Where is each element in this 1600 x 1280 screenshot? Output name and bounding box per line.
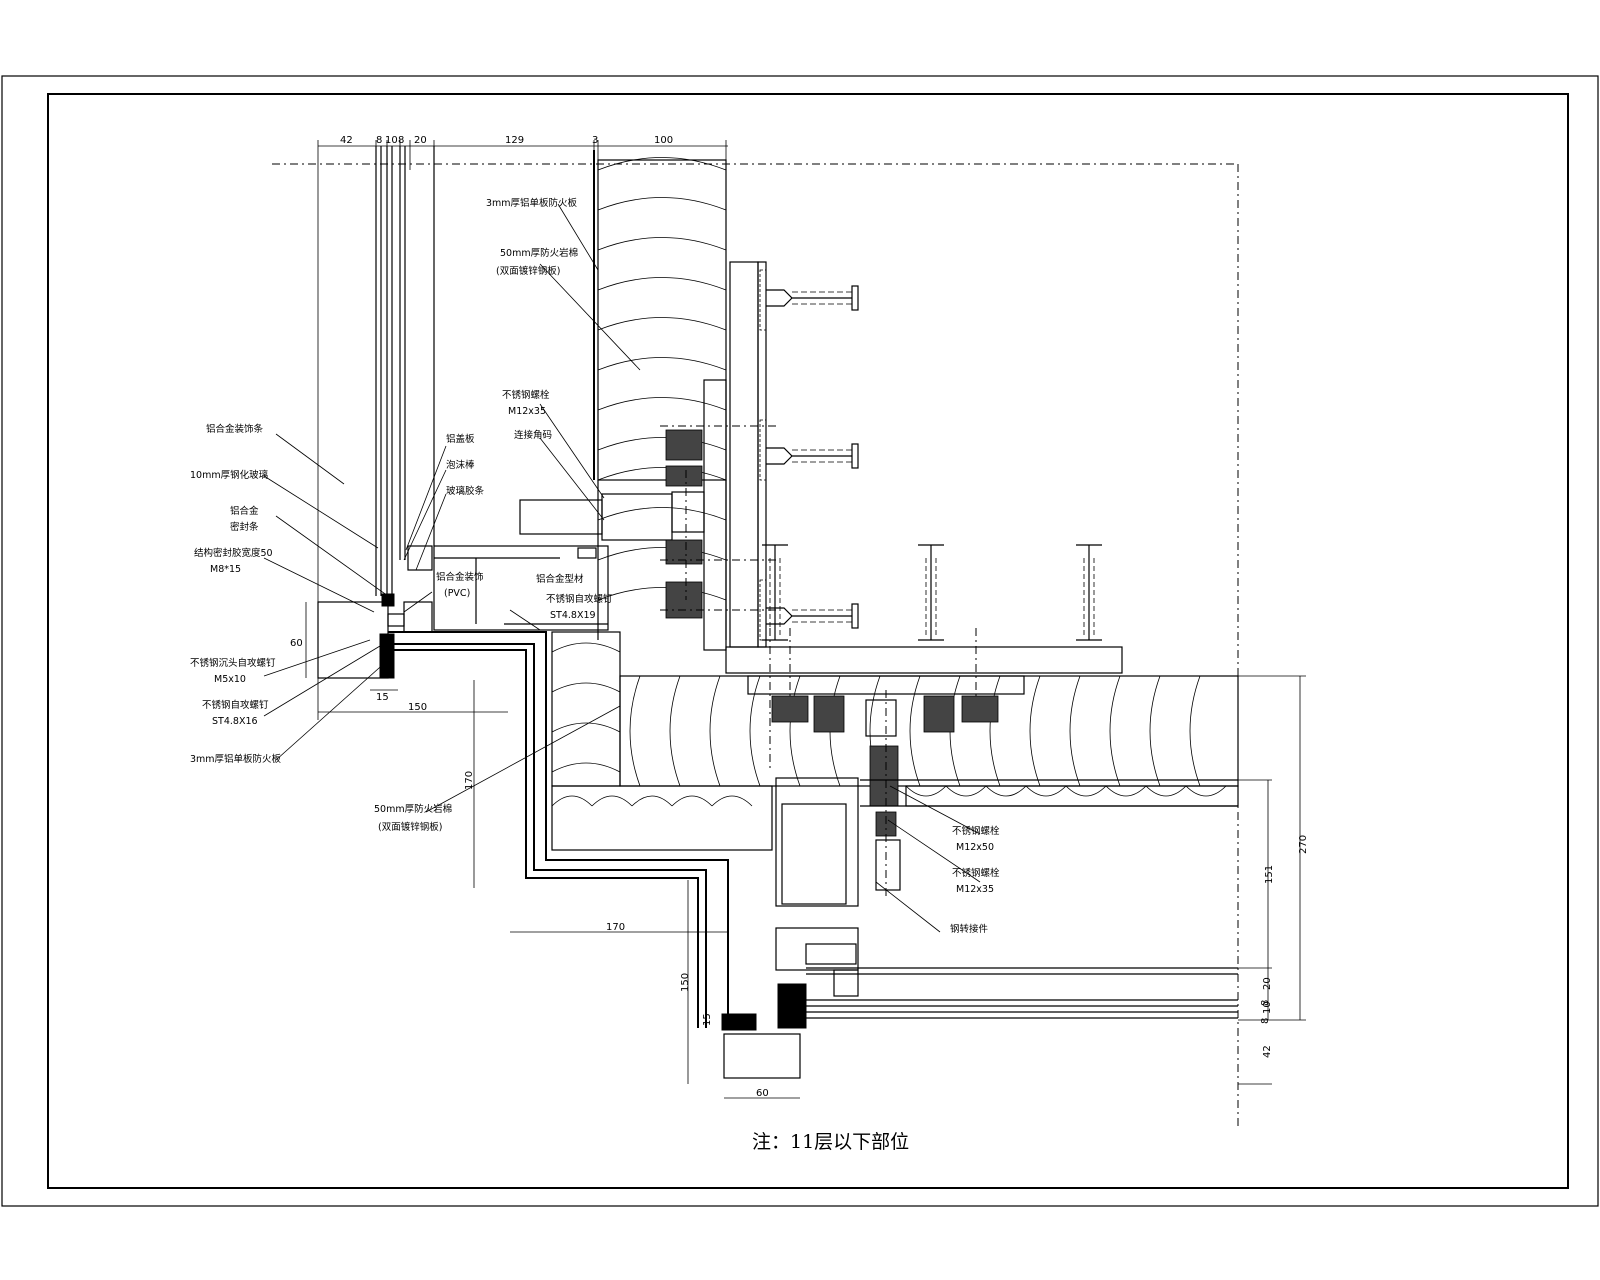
label-bolt-m12x35-bottom: 不锈钢螺栓: [952, 867, 1000, 879]
axis-lines: [272, 163, 1239, 1130]
dim-20-right: 20: [1262, 977, 1273, 990]
dim-150-left: 150: [408, 702, 427, 713]
steel-column: [729, 261, 859, 648]
dim-150-vertical: 150: [680, 973, 691, 992]
dim-8a-right: 8: [1260, 1000, 1271, 1006]
label-self-tapping-screw-16: 不锈钢自攻螺钉: [202, 699, 269, 711]
dim-170-horizontal: 170: [606, 922, 625, 933]
label-self-tapping-screw-16-spec: ST4.8X16: [212, 716, 258, 727]
dim-129: 129: [505, 135, 524, 146]
label-rockwool-top-note: (双面镀锌钢板): [496, 265, 560, 277]
label-bolt-m12x35-bottom-spec: M12x35: [956, 884, 994, 895]
dim-8a: 8: [376, 135, 382, 146]
lower-bolt-cluster: [771, 690, 999, 900]
label-bolt-m12x35-top-spec: M12x35: [508, 406, 546, 417]
dim-8b-right: 8: [1260, 1018, 1271, 1024]
label-tempered-glass: 10mm厚钢化玻璃: [190, 469, 268, 481]
label-bolt-m12x50: 不锈钢螺栓: [952, 825, 1000, 837]
upper-rockwool-wall: [593, 150, 727, 640]
dim-3: 3: [592, 135, 598, 146]
dim-60-left: 60: [290, 638, 303, 649]
dim-20: 20: [414, 135, 427, 146]
dim-270: 270: [1298, 835, 1309, 854]
upper-bolt-assembly: [519, 379, 776, 651]
dim-10-right: 10: [1262, 1001, 1273, 1014]
dim-15-left: 15: [376, 692, 389, 703]
label-pvc-decoration: 铝合金装饰: [436, 571, 484, 583]
label-structural-sealant-spec: M8*15: [210, 564, 241, 575]
label-aluminium-fire-board-top: 3mm厚铝单板防火板: [486, 197, 578, 209]
dim-151: 151: [1264, 865, 1275, 884]
label-structural-sealant: 结构密封胶宽度50: [194, 547, 273, 559]
label-rockwool-top: 50mm厚防火岩棉: [500, 247, 578, 259]
dim-42: 42: [340, 135, 353, 146]
label-steel-adapter: 钢转接件: [950, 923, 989, 935]
dim-100: 100: [654, 135, 673, 146]
callout-labels: 3mm厚铝单板防火板 50mm厚防火岩棉 (双面镀锌钢板) 不锈钢螺栓 M12x…: [190, 197, 1000, 935]
label-aluminium-cover: 铝盖板: [446, 433, 475, 445]
label-rockwool-bottom: 50mm厚防火岩棉: [374, 803, 452, 815]
upper-aluminium-profile: [317, 545, 729, 1030]
dim-10: 10: [385, 135, 398, 146]
label-connecting-bracket: 连接角码: [514, 429, 552, 441]
upper-glass-panel: [375, 146, 435, 596]
mid-lower-dimensions: 60 15 150 170 170 150 15 60 270 151 20 8…: [290, 602, 1309, 1099]
label-decorative-strip: 铝合金装饰条: [206, 423, 264, 435]
dim-60-bottom: 60: [756, 1088, 769, 1099]
label-self-tapping-screw-19-spec: ST4.8X19: [550, 610, 596, 621]
lower-aluminium-mullion: [721, 777, 1238, 1079]
dim-170-vertical: 170: [464, 771, 475, 790]
label-aluminium-seal: 铝合金: [230, 505, 259, 517]
label-aluminium-fire-board-bottom: 3mm厚铝单板防火板: [190, 753, 282, 765]
dim-8b: 8: [398, 135, 404, 146]
dim-15-bottom: 15: [702, 1013, 713, 1026]
label-aluminium-profile: 铝合金型材: [536, 573, 584, 585]
outer-frame: [1, 75, 1599, 1207]
drawing-note: 注：11层以下部位: [752, 1131, 909, 1153]
dim-42-right: 42: [1262, 1045, 1273, 1058]
label-self-tapping-screw-19: 不锈钢自攻螺钉: [546, 593, 613, 605]
label-aluminium-seal-2: 密封条: [230, 521, 259, 533]
inner-frame: [47, 93, 1569, 1189]
leader-lines: [263, 203, 981, 933]
label-countersunk-screw-spec: M5x10: [214, 674, 246, 685]
label-foam-rod: 泡沫棒: [446, 459, 475, 471]
label-bolt-m12x50-spec: M12x50: [956, 842, 994, 853]
label-bolt-m12x35-top: 不锈钢螺栓: [502, 389, 550, 401]
label-pvc-decoration-note: (PVC): [444, 588, 470, 599]
label-glass-gasket: 玻璃胶条: [446, 485, 485, 497]
label-countersunk-screw: 不锈钢沉头自攻螺钉: [190, 657, 276, 669]
label-rockwool-bottom-note: (双面镀锌钢板): [378, 821, 442, 833]
